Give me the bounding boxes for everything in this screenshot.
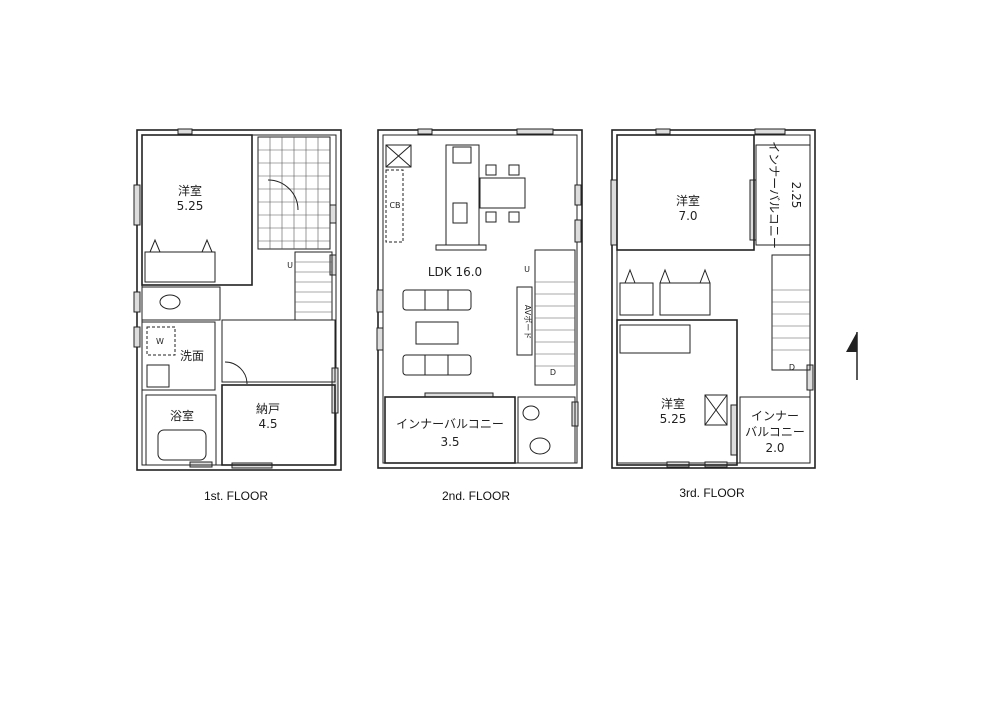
svg-text:2.0: 2.0 [765,441,784,455]
svg-text:7.0: 7.0 [678,209,697,223]
entrance-tiles [257,136,331,250]
svg-text:5.25: 5.25 [660,412,687,426]
svg-text:バルコニー: バルコニー [745,425,805,439]
svg-text:5.25: 5.25 [177,199,204,213]
svg-text:4.5: 4.5 [258,417,277,431]
staircase-3f: D [771,254,811,372]
svg-text:インナーバルコニー: インナーバルコニー [396,417,504,431]
svg-text:納戸: 納戸 [256,402,280,416]
svg-text:洗面: 洗面 [180,349,204,363]
svg-text:3.5: 3.5 [440,435,459,449]
svg-text:2.25: 2.25 [789,182,803,209]
svg-text:洋室: 洋室 [676,193,700,208]
staircase-1f: U [287,251,333,321]
svg-text:AVボード: AVボード [523,305,532,339]
svg-text:インナー: インナー [751,409,799,423]
svg-text:浴室: 浴室 [170,408,194,423]
svg-text:W: W [156,337,164,346]
floor-plan-2nd: CB LDK 16.0 U D AVボード インナーバルコニー 3.5 [376,128,583,469]
floor-caption-1st: 1st. FLOOR [204,489,268,503]
svg-text:インナーバルコニー: インナーバルコニー [767,141,781,249]
svg-text:D: D [789,363,795,372]
svg-text:LDK 16.0: LDK 16.0 [428,265,482,279]
svg-text:洋室: 洋室 [661,396,685,411]
svg-text:D: D [550,368,556,377]
north-arrow-icon [846,332,858,380]
floor-plan-3rd: 洋室 7.0 インナーバルコニー 2.25 D 洋室 5.25 インナー バルコ… [610,128,816,469]
staircase-2f: U D [524,249,576,386]
svg-text:U: U [524,265,530,274]
svg-text:洋室: 洋室 [178,183,202,198]
floor-caption-2nd: 2nd. FLOOR [442,489,510,503]
floor-plan-1st: U W 洗面 浴室 洋室 5.25 納戸 4.5 [133,128,342,471]
svg-text:U: U [287,261,293,270]
svg-text:CB: CB [389,201,400,210]
floor-caption-3rd: 3rd. FLOOR [679,486,745,500]
